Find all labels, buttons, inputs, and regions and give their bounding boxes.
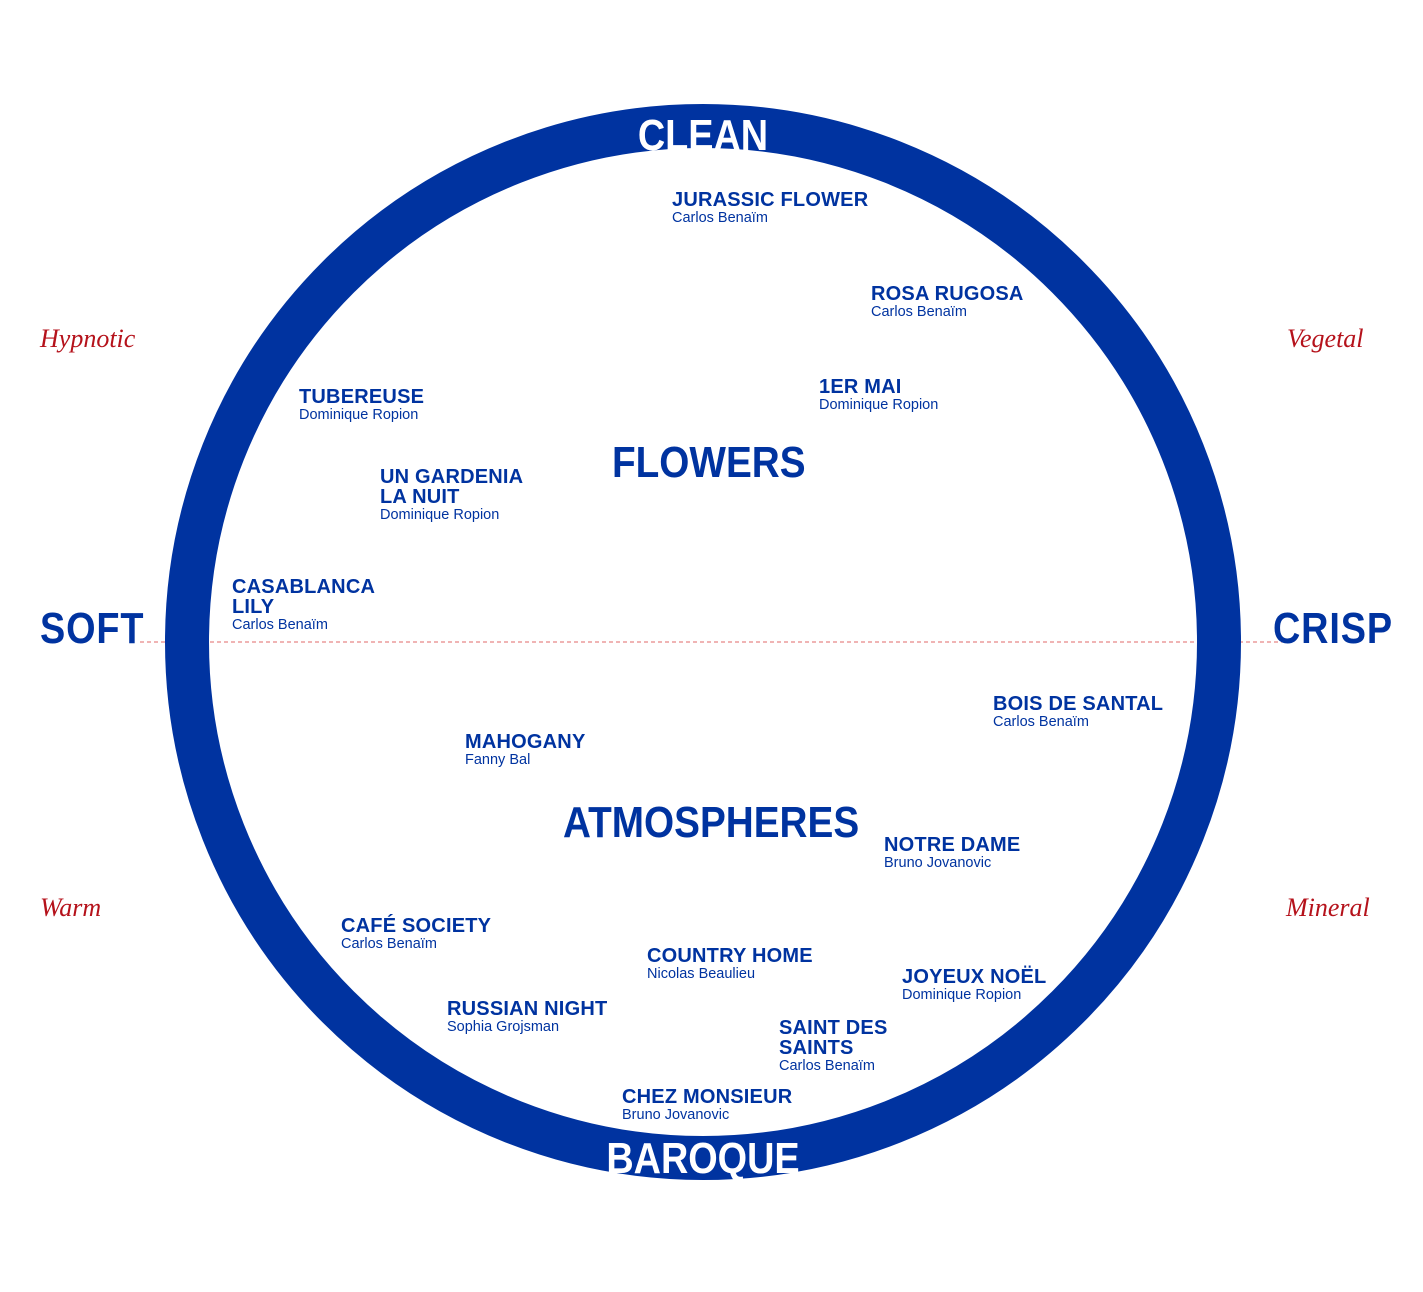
perfumer-name: Bruno Jovanovic xyxy=(622,1107,730,1123)
category-atmospheres: ATMOSPHERES xyxy=(563,798,860,847)
perfumer-name: Carlos Benaïm xyxy=(993,714,1089,730)
axis-crisp-label: CRISP xyxy=(1273,604,1393,653)
perfumer-name: Dominique Ropion xyxy=(819,397,939,413)
fragrance-item[interactable]: UN GARDENIA LA NUIT Dominique Ropion xyxy=(380,467,523,524)
fragrance-name: ROSA RUGOSA xyxy=(871,283,1024,305)
perfumer-name: Fanny Bal xyxy=(465,752,531,768)
perfumer-name: Nicolas Beaulieu xyxy=(647,966,756,982)
fragrance-item[interactable]: CHEZ MONSIEUR Bruno Jovanovic xyxy=(622,1087,792,1124)
fragrance-item[interactable]: BOIS DE SANTAL Carlos Benaïm xyxy=(993,694,1163,731)
fragrance-item[interactable]: CAFÉ SOCIETY Carlos Benaïm xyxy=(341,916,491,953)
perfumer-name: Carlos Benaïm xyxy=(341,936,437,952)
perfumer-name: Carlos Benaïm xyxy=(871,304,967,320)
corner-hypnotic-label: Hypnotic xyxy=(40,324,136,353)
fragrance-item[interactable]: 1ER MAI Dominique Ropion xyxy=(819,377,938,414)
perfumer-name: Dominique Ropion xyxy=(299,407,419,423)
perfumer-name: Carlos Benaïm xyxy=(779,1058,875,1074)
fragrance-name: NOTRE DAME xyxy=(884,834,1021,856)
fragrance-item[interactable]: SAINT DES SAINTS Carlos Benaïm xyxy=(779,1018,887,1075)
fragrance-item[interactable]: JURASSIC FLOWER Carlos Benaïm xyxy=(672,190,868,227)
fragrance-name: CASABLANCA LILY xyxy=(232,576,376,618)
fragrance-name: COUNTRY HOME xyxy=(647,945,813,967)
fragrance-name: 1ER MAI xyxy=(819,376,902,398)
fragrance-name: RUSSIAN NIGHT xyxy=(447,998,608,1020)
fragrance-name: CAFÉ SOCIETY xyxy=(341,915,492,937)
fragrance-item[interactable]: JOYEUX NOËL Dominique Ropion xyxy=(902,967,1046,1004)
perfumer-name: Dominique Ropion xyxy=(902,987,1022,1003)
fragrance-name: BOIS DE SANTAL xyxy=(993,693,1164,715)
axis-soft-label: SOFT xyxy=(40,604,145,653)
perfumer-name: Bruno Jovanovic xyxy=(884,855,992,871)
fragrance-name: MAHOGANY xyxy=(465,731,586,753)
perfumer-name: Carlos Benaïm xyxy=(232,617,328,633)
corner-vegetal-label: Vegetal xyxy=(1287,324,1364,353)
fragrance-item[interactable]: NOTRE DAME Bruno Jovanovic xyxy=(884,835,1020,872)
perfumer-name: Carlos Benaïm xyxy=(672,210,768,226)
perfumer-name: Dominique Ropion xyxy=(380,507,500,523)
fragrance-name: UN GARDENIA LA NUIT xyxy=(380,466,524,508)
outer-ring xyxy=(165,104,1241,1180)
category-flowers: FLOWERS xyxy=(612,438,806,487)
axis-baroque-label: BAROQUE xyxy=(606,1133,799,1182)
fragrance-name: CHEZ MONSIEUR xyxy=(622,1086,793,1108)
fragrance-name: JURASSIC FLOWER xyxy=(672,189,869,211)
fragrance-item[interactable]: ROSA RUGOSA Carlos Benaïm xyxy=(871,284,1024,321)
fragrance-name: TUBEREUSE xyxy=(299,386,425,408)
fragrance-name: SAINT DES SAINTS xyxy=(779,1017,888,1059)
fragrance-item[interactable]: TUBEREUSE Dominique Ropion xyxy=(299,387,424,424)
axis-clean-label: CLEAN xyxy=(638,110,768,159)
fragrance-name: JOYEUX NOËL xyxy=(902,966,1047,988)
perfumer-name: Sophia Grojsman xyxy=(447,1019,560,1035)
corner-warm-label: Warm xyxy=(40,893,102,922)
corner-mineral-label: Mineral xyxy=(1286,893,1370,922)
fragrance-item[interactable]: COUNTRY HOME Nicolas Beaulieu xyxy=(647,946,813,983)
fragrance-item[interactable]: RUSSIAN NIGHT Sophia Grojsman xyxy=(447,999,607,1036)
fragrance-item[interactable]: MAHOGANY Fanny Bal xyxy=(465,732,586,769)
fragrance-item[interactable]: CASABLANCA LILY Carlos Benaïm xyxy=(232,577,375,634)
